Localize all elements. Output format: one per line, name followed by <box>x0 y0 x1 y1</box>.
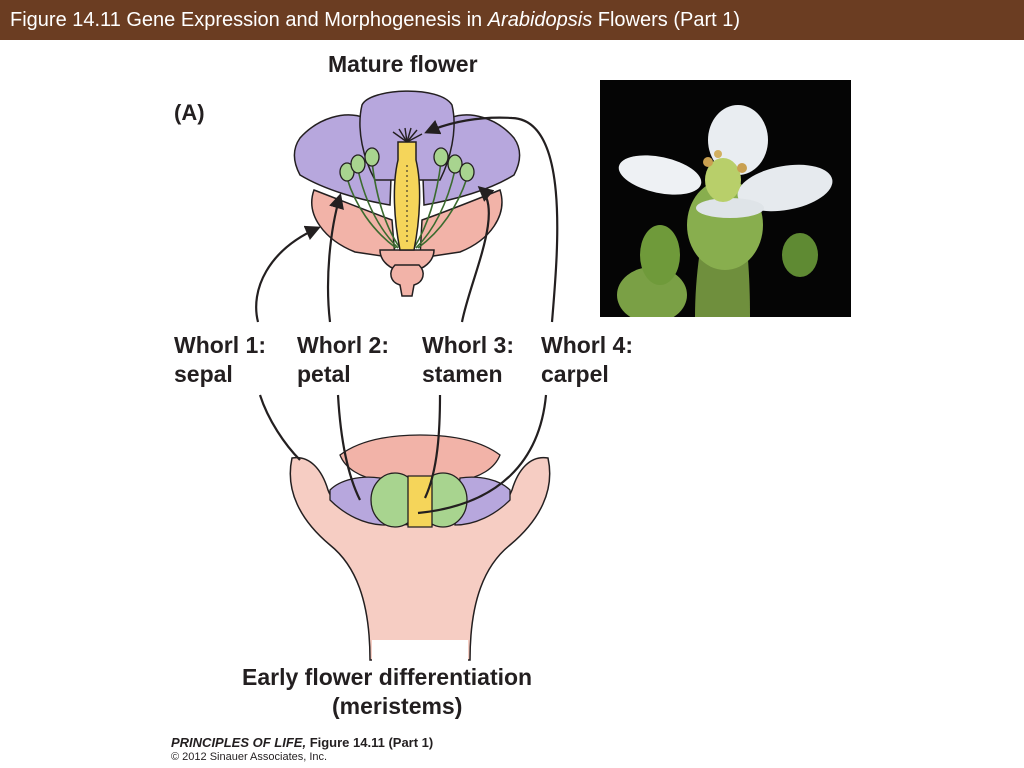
arabidopsis-photo-drawing <box>600 80 851 317</box>
early-differentiation-heading: Early flower differentiation <box>242 664 533 690</box>
arrow-petal-up <box>326 193 344 323</box>
line-stamen-down <box>424 394 442 499</box>
copyright-notice: © 2012 Sinauer Associates, Inc. <box>171 751 328 763</box>
whorl-4-name: Whorl 4: <box>541 332 633 358</box>
stamen-anthers <box>339 147 475 182</box>
line-carpel-down <box>417 394 548 515</box>
slide-title-italic: Arabidopsis <box>487 9 593 31</box>
whorl-2-organ: petal <box>297 361 351 387</box>
meristem-carpel <box>407 475 433 528</box>
whorl-1-organ: sepal <box>174 361 233 387</box>
whorl-2-name: Whorl 2: <box>297 332 389 358</box>
slide-title-prefix: Figure 14.11 Gene Expression and Morphog… <box>10 9 488 31</box>
whorl-3-name: Whorl 3: <box>422 332 514 358</box>
panel-label: (A) <box>174 100 205 125</box>
mature-pedicel <box>390 264 424 297</box>
book-credit: PRINCIPLES OF LIFE, Figure 14.11 (Part 1… <box>171 735 433 750</box>
meristem-sepal-primordium <box>339 434 501 481</box>
line-petal-down <box>336 394 361 501</box>
carpel-stigma <box>392 127 423 143</box>
mature-petal-center <box>359 90 455 181</box>
slide-title-suffix: Flowers (Part 1) <box>592 9 741 31</box>
mature-flower-heading: Mature flower <box>328 51 478 77</box>
mature-flower-illustration <box>293 90 521 297</box>
whorl-3-organ: stamen <box>422 361 503 387</box>
figure-ref: Figure 14.11 (Part 1) <box>306 735 434 750</box>
downward-lines <box>258 394 548 515</box>
whorl-4-organ: carpel <box>541 361 609 387</box>
arabidopsis-flower-photo <box>600 80 851 317</box>
upward-arrows <box>255 116 559 323</box>
arrow-carpel-up <box>424 116 559 323</box>
arrow-sepal-up <box>255 225 321 323</box>
whorl-1-name: Whorl 1: <box>174 332 266 358</box>
meristem-stem-fade <box>372 640 468 662</box>
arrow-stamen-up <box>460 185 495 323</box>
stamen-filaments <box>346 161 468 249</box>
meristem-petal-right <box>454 476 511 526</box>
book-title: PRINCIPLES OF LIFE, <box>171 735 307 750</box>
line-sepal-down <box>258 394 301 461</box>
meristem-illustration <box>289 434 551 662</box>
slide-title: Figure 14.11 Gene Expression and Morphog… <box>0 0 1024 40</box>
meristems-subheading: (meristems) <box>332 693 463 719</box>
